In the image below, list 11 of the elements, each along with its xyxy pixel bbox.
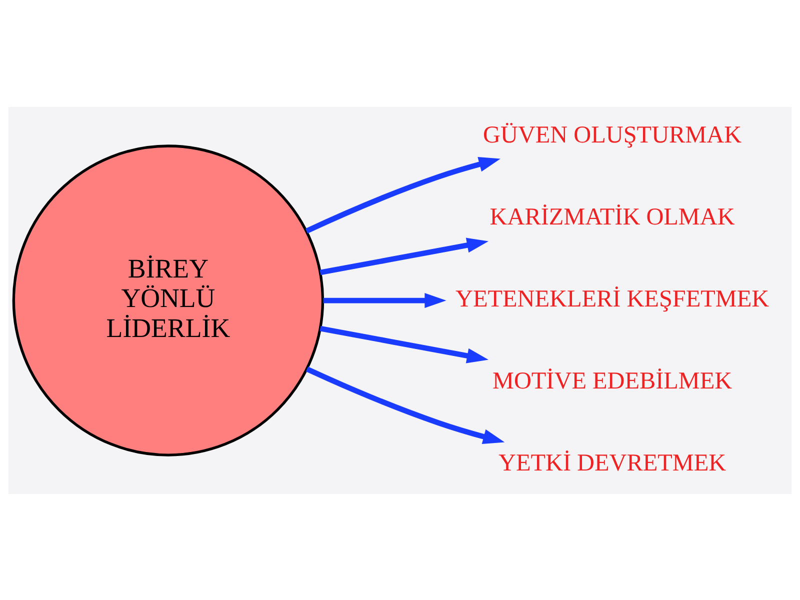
arrow — [323, 292, 446, 308]
node-text: YETENEKLERİ KEŞFETMEK — [456, 284, 770, 312]
node-text: YETKİ DEVRETMEK — [498, 448, 726, 476]
arrow — [320, 237, 488, 275]
node-text: GÜVEN OLUŞTURMAK — [483, 120, 742, 148]
arrow — [320, 325, 488, 363]
node-text: KARİZMATİK OLMAK — [490, 202, 735, 230]
arrow — [306, 366, 505, 444]
node-circle: BİREY YÖNLÜ LİDERLİK — [12, 144, 324, 456]
arrow — [305, 156, 500, 233]
node-text: MOTİVE EDEBİLMEK — [492, 366, 732, 394]
